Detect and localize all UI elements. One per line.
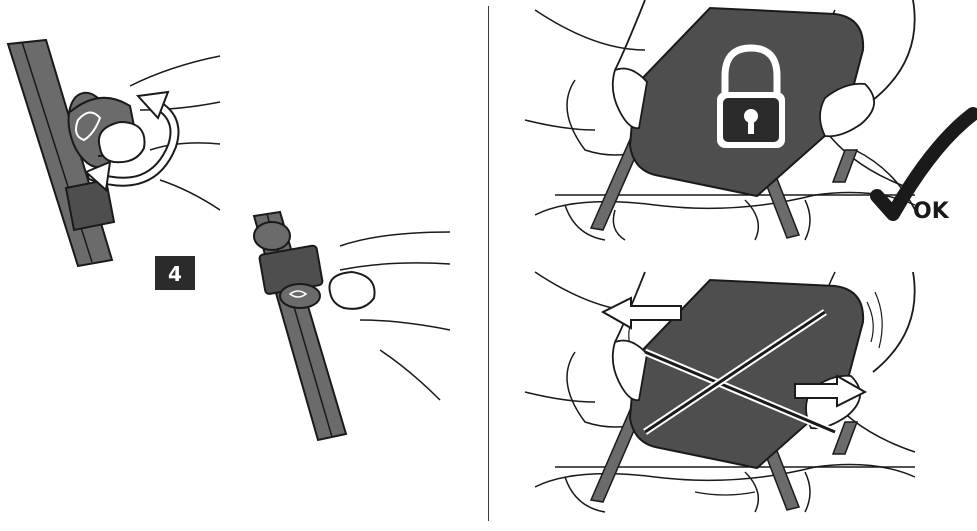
hand-lower <box>329 232 450 400</box>
strap-roll-illustration: 4 <box>0 0 486 531</box>
panel-divider <box>488 6 489 521</box>
locked-illustration: OK <box>495 0 977 250</box>
strap-roll-instructions: 4 <box>0 0 486 531</box>
hand-upper <box>99 56 220 210</box>
ok-label: OK <box>913 199 950 224</box>
step-badge: 4 <box>155 256 195 290</box>
strap-lower <box>254 212 346 440</box>
movement-illustration <box>495 262 977 531</box>
step-number: 4 <box>168 262 182 286</box>
incorrect-installation-panel <box>495 262 977 531</box>
correct-installation-panel: OK <box>495 0 977 250</box>
